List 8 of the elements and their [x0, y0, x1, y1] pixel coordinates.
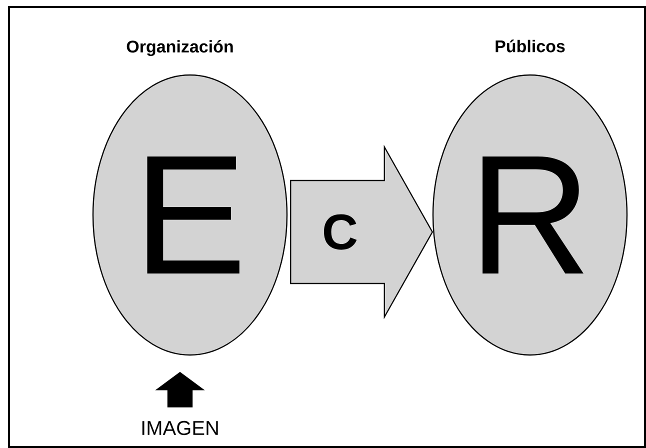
caption-text: IMAGEN [142, 420, 218, 436]
ellipse-node: R [432, 74, 628, 356]
block-arrow [155, 372, 205, 408]
ellipse-node: E [92, 74, 288, 356]
heading: Organización [126, 40, 233, 56]
heading: Públicos [496, 40, 565, 52]
block-arrow [290, 144, 434, 320]
edge-label: C [324, 214, 357, 250]
